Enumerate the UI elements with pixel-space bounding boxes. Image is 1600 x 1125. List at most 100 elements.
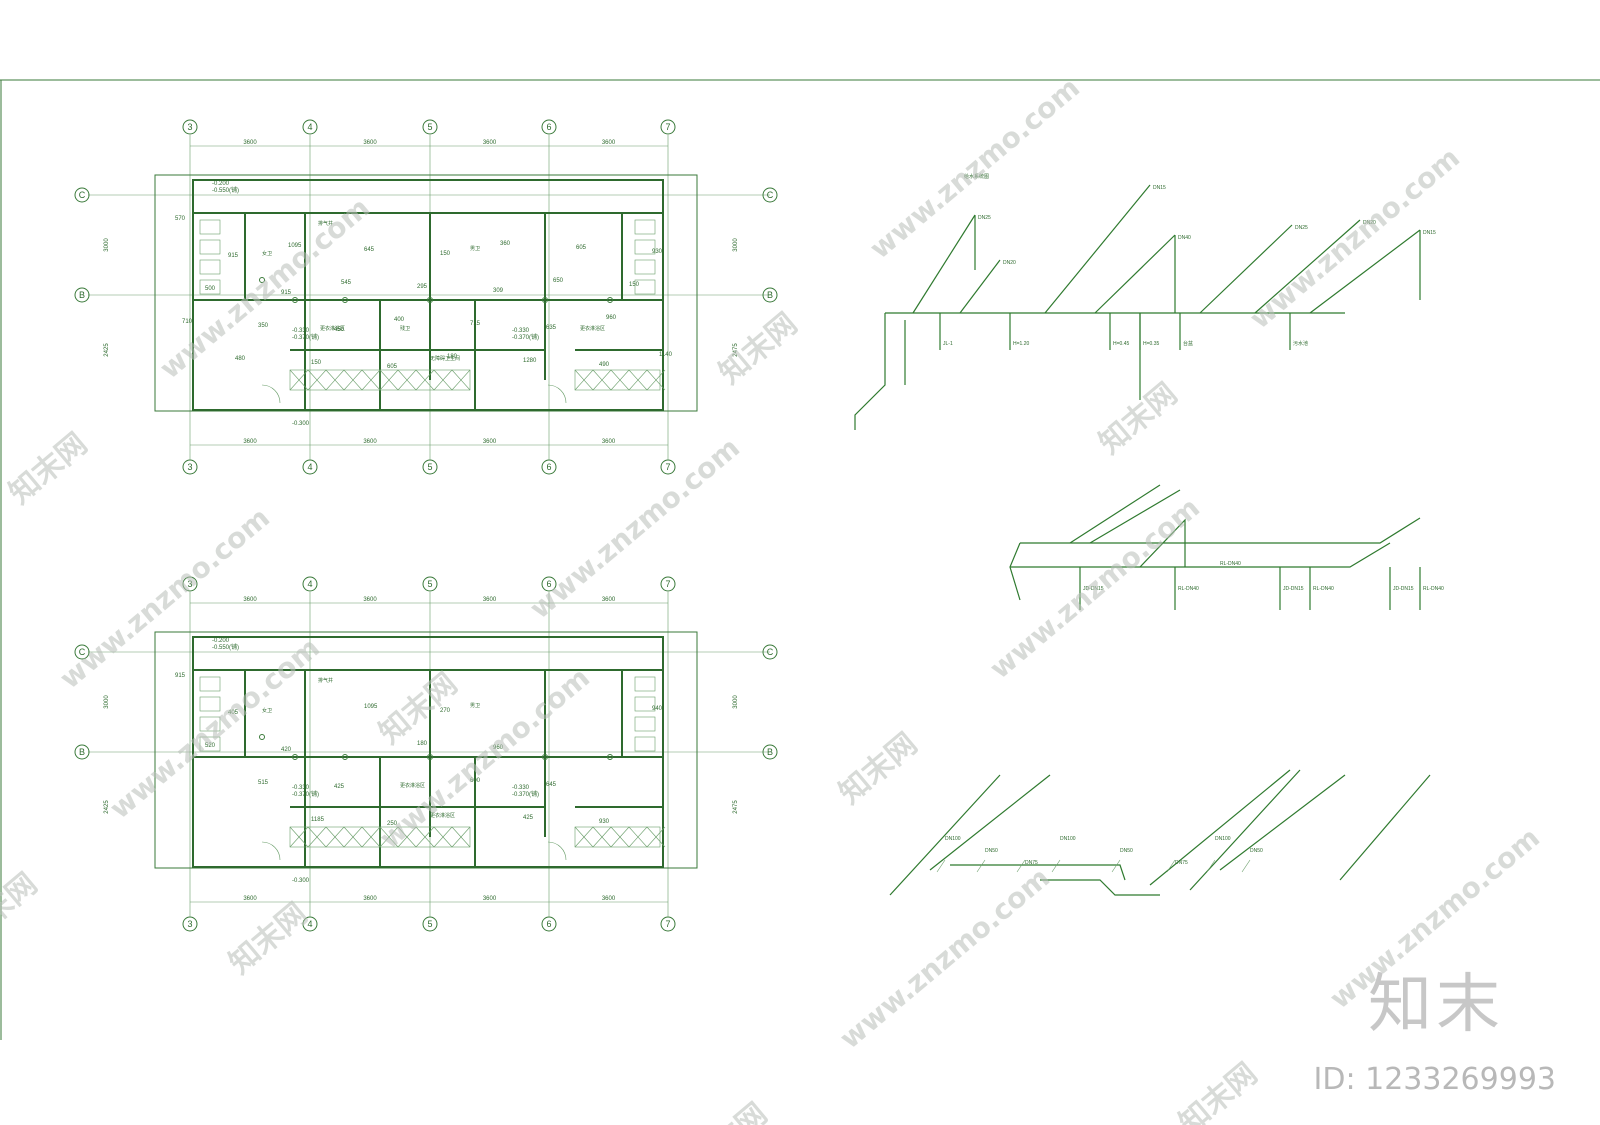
door-swing [261, 841, 281, 861]
inner-dimension: 150 [440, 251, 451, 257]
fixture-label: H=0.35 [1143, 341, 1159, 347]
fixture-label: 台盆 [1183, 340, 1193, 347]
level-mark: -0.370(铺) [512, 790, 539, 798]
hatch [289, 369, 309, 391]
inner-dimension: 650 [553, 278, 564, 284]
riser-pipe [1094, 234, 1176, 314]
fixture-branch [1111, 859, 1121, 873]
watermark-text: www.znzmo.com [833, 861, 1056, 1055]
inner-dimension: 645 [546, 782, 557, 788]
inner-dimension: 1095 [288, 243, 302, 249]
pipe-riser [427, 297, 433, 303]
axis-label: 3 [187, 122, 192, 132]
hatch [361, 826, 381, 848]
drain-pipe [1219, 774, 1346, 871]
riser-pipe [1199, 224, 1293, 314]
bay-dimension: 3600 [363, 439, 377, 445]
hatch [628, 369, 648, 391]
axis-label: 6 [546, 122, 551, 132]
side-dimension: 2425 [104, 800, 110, 814]
axis-label: 6 [546, 579, 551, 589]
side-dimension: 2475 [733, 343, 739, 357]
axis-label: 4 [307, 122, 312, 132]
bay-dimension: 3600 [602, 896, 616, 902]
inner-dimension: 520 [205, 743, 216, 749]
side-dimension: 3000 [733, 695, 739, 709]
watermark-brand: 知末网 [683, 1096, 774, 1125]
exterior-wall [192, 179, 664, 411]
axis-bubble [762, 744, 778, 760]
toilet-stall [199, 696, 221, 712]
level-mark: -0.550(铺) [212, 186, 239, 194]
hatch [379, 369, 399, 391]
pipe-label: RL-DN40 [1423, 586, 1444, 592]
bay-dimension: 3600 [602, 140, 616, 146]
axis-label: B [79, 747, 85, 757]
pipe-label: DN50 [1120, 848, 1133, 854]
room-label: 无障碍卫生间 [430, 355, 460, 362]
pipe-riser [542, 754, 548, 760]
door-swing [261, 384, 281, 404]
axis-label: 3 [187, 462, 192, 472]
axis-bubble [302, 119, 318, 135]
side-dimension: 2475 [733, 800, 739, 814]
pipe-riser [259, 734, 265, 740]
hatch [433, 369, 453, 391]
inner-dimension: 180 [447, 354, 458, 360]
level-mark: -0.370(铺) [292, 790, 319, 798]
room-label: 男卫 [470, 703, 480, 709]
inner-dimension: 930 [599, 819, 610, 825]
drain-pipe [889, 774, 1001, 896]
axis-label: 7 [665, 919, 670, 929]
room-label: 更衣淋浴区 [430, 812, 455, 819]
level-mark: -0.370(铺) [292, 333, 319, 341]
inner-dimension: 960 [493, 745, 504, 751]
bay-dimension: 3600 [243, 597, 257, 603]
pipe-label: DN15 [1423, 230, 1436, 236]
riser-pipe [912, 214, 976, 314]
axis-label: 6 [546, 919, 551, 929]
hatch [325, 826, 345, 848]
pipe-label: DN100 [1215, 836, 1231, 842]
hatch [415, 826, 435, 848]
level-mark: -0.550(铺) [212, 643, 239, 651]
hatch [592, 369, 612, 391]
toilet-stall [634, 696, 656, 712]
riser-pipe [959, 259, 1001, 314]
watermark-brand: 知末网 [833, 726, 924, 811]
axis-label: 5 [427, 122, 432, 132]
pipe-label: DN40 [1178, 235, 1191, 241]
axis-label: 3 [187, 579, 192, 589]
axis-bubble [762, 187, 778, 203]
toilet-stall [199, 676, 221, 692]
room-label: 更衣淋浴区 [320, 325, 345, 332]
fixture-branch [1206, 859, 1216, 873]
axis-label: 7 [665, 579, 670, 589]
riser-pipe [1254, 219, 1361, 314]
hatch [433, 826, 453, 848]
inner-dimension: 150 [629, 282, 640, 288]
inner-dimension: 715 [470, 321, 481, 327]
room-label: 更衣淋浴区 [400, 782, 425, 789]
axis-label: 4 [307, 579, 312, 589]
watermark-brand: 知末网 [223, 896, 314, 981]
axis-bubble [182, 576, 198, 592]
pipe-riser [607, 754, 613, 760]
pipe-label: RL-DN40 [1178, 586, 1199, 592]
fixture-branch [936, 859, 946, 873]
inner-dimension: 309 [493, 288, 504, 294]
pipe-label: DN25 [1295, 225, 1308, 231]
bay-dimension: 3600 [483, 140, 497, 146]
room-label: 女卫 [262, 707, 272, 714]
fixture-branch [1051, 859, 1061, 873]
bay-dimension: 3600 [602, 439, 616, 445]
hatch [289, 826, 309, 848]
inner-dimension: 930 [652, 249, 663, 255]
hatch [325, 369, 345, 391]
pipe-label: DN15 [1153, 185, 1166, 191]
axis-bubble [762, 287, 778, 303]
fixture-branch [1016, 859, 1026, 873]
pipe-label: DN100 [1060, 836, 1076, 842]
axis-label: C [79, 647, 86, 657]
